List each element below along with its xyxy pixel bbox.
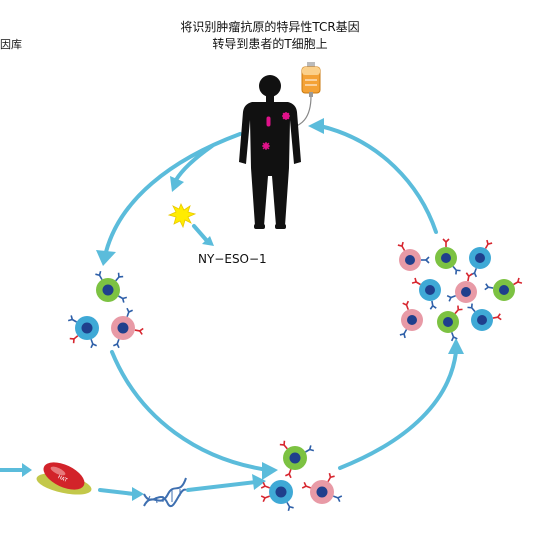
cell-green: [435, 238, 462, 276]
patient-silhouette-icon: [239, 75, 301, 229]
cell-pink: [446, 271, 477, 303]
cell-blue: [466, 302, 503, 331]
arrowhead-vector-dna: [132, 487, 144, 501]
cell-blue: [260, 480, 295, 512]
cell-pink: [399, 300, 423, 339]
arrowhead-left-entry: [22, 463, 32, 477]
cell-group-bottom: [260, 439, 343, 512]
dna-helix-icon: [143, 477, 187, 508]
cell-green: [483, 277, 523, 301]
cell-group-expanded: [397, 238, 523, 342]
arrow-vector-to-dna: [98, 488, 136, 496]
iv-bag-icon: [301, 62, 321, 97]
arrowhead-up-right: [448, 338, 464, 354]
arrowhead-down-left: [96, 250, 116, 266]
cell-green: [279, 439, 315, 479]
arrow-heads: [22, 118, 464, 501]
arrowhead-left-top: [308, 118, 324, 134]
arrow-patient-to-cells: [104, 132, 242, 254]
antigen-star-icon: [167, 203, 197, 229]
cell-pink: [301, 472, 343, 504]
arrow-cells-to-modified: [110, 350, 270, 472]
arrow-modified-to-expanded: [338, 350, 458, 470]
cropped-left-label: 因库: [0, 38, 22, 51]
diagram-title-line-1: 将识别肿瘤抗原的特异性TCR基因: [180, 20, 360, 34]
tumor-markers: [262, 112, 290, 150]
arrow-to-antigen: [174, 144, 214, 182]
arrow-antigen-to-label: [192, 224, 210, 244]
arrow-dna-to-cells: [186, 480, 258, 492]
diagram-title-line-2: 转导到患者的T细胞上: [212, 37, 328, 51]
viral-vector-icon: HAT: [36, 462, 92, 495]
arrowhead-dna-cells: [252, 474, 266, 490]
cell-group-left: [67, 270, 145, 349]
cell-green: [94, 270, 128, 304]
cycle-arrows: [0, 95, 458, 496]
vector-label: HAT: [57, 474, 69, 484]
cell-green: [437, 304, 464, 342]
arrowhead-to-antigen: [170, 176, 184, 192]
arrowhead-antigen-label: [202, 236, 214, 246]
arrowhead-right-bottom: [262, 462, 278, 480]
cell-pink: [397, 241, 430, 271]
arrow-expanded-to-patient: [318, 124, 438, 234]
antigen-label: NY−ESO−1: [198, 252, 267, 266]
cell-blue: [67, 314, 99, 349]
cell-blue: [469, 239, 493, 278]
cell-blue: [411, 277, 441, 311]
cell-pink: [111, 307, 145, 349]
